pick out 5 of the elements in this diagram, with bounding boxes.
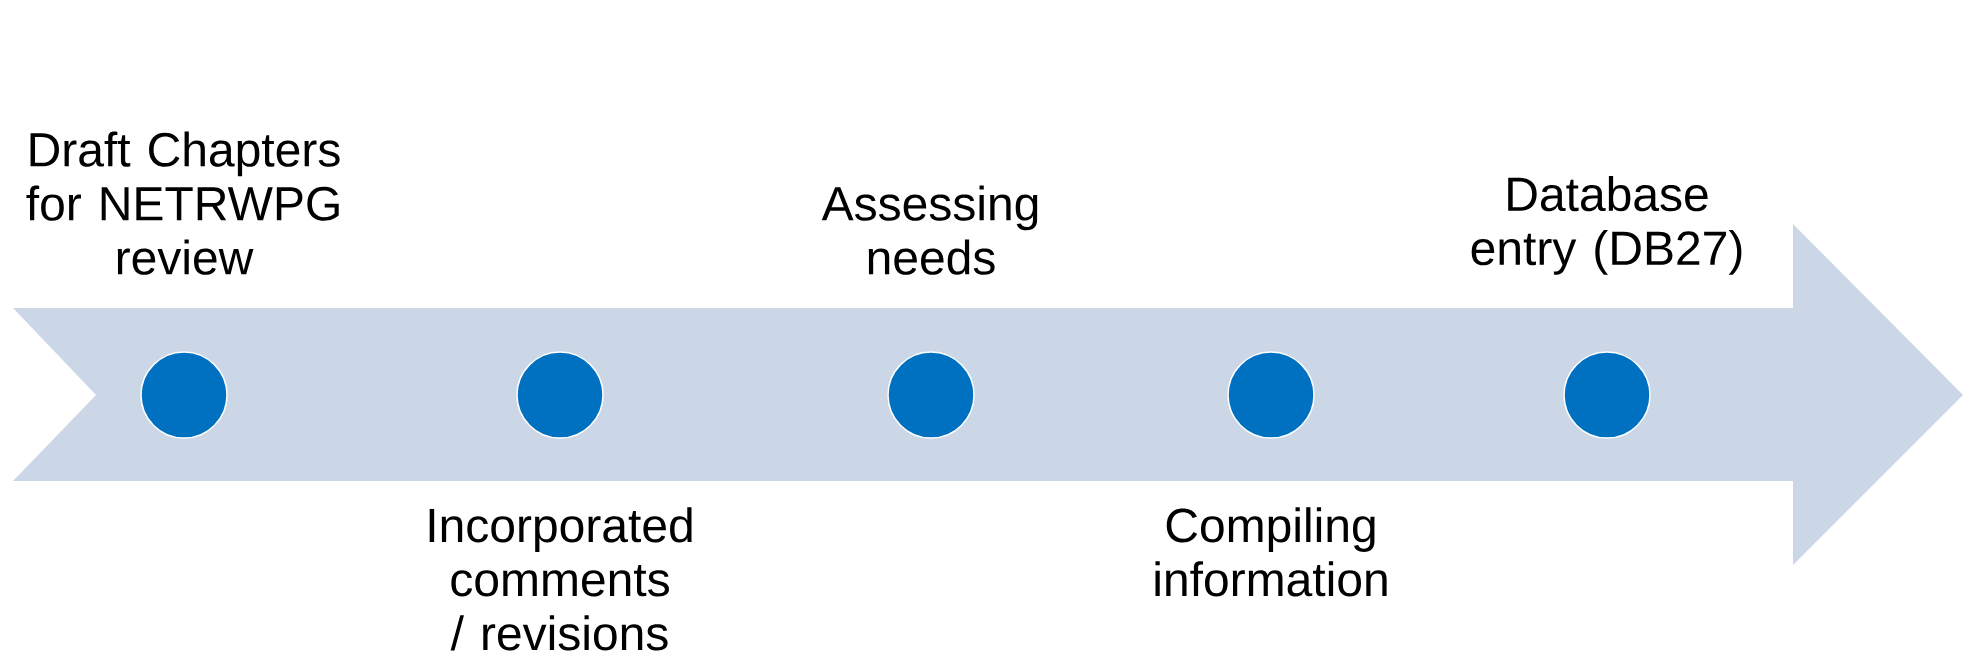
- step-label: Compiling information: [1155, 507, 1387, 597]
- step-label: Assessing needs: [821, 185, 1038, 275]
- step-label: Database entry (DB27): [1471, 176, 1742, 275]
- step-label: Incorporated comments / revisions: [429, 507, 692, 651]
- step-label: Draft Chapters for NETRWPG review: [26, 131, 340, 275]
